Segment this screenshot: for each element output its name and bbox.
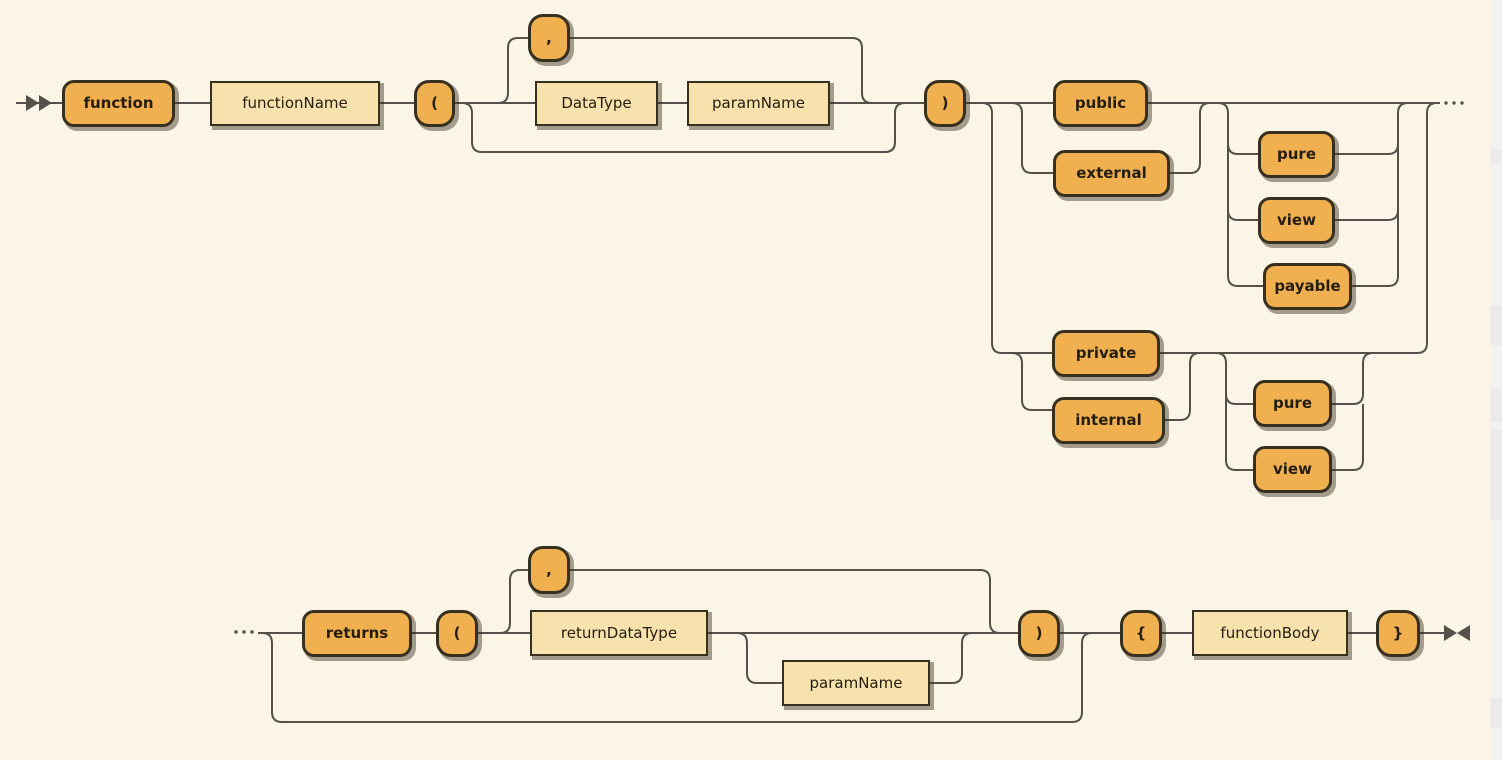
background-artifact: [1490, 0, 1502, 760]
track-external-branch: [1011, 102, 1211, 174]
start-arrow-icon: [26, 95, 52, 111]
end-arrow-icon: [1444, 625, 1470, 641]
track-mutability-top: [1217, 102, 1409, 287]
track-private-branch: [981, 102, 1417, 421]
node-payable: payable: [1263, 263, 1352, 310]
node-returns: returns: [302, 610, 412, 657]
node-return-data-type: returnDataType: [530, 610, 708, 656]
node-comma-params: ,: [528, 14, 570, 62]
node-private: private: [1052, 330, 1160, 377]
node-close-paren-params: ): [924, 80, 966, 127]
track-returns-loop: [261, 569, 1093, 723]
continuation-dots-bottom-icon: [234, 630, 254, 634]
node-open-paren-params: (: [414, 80, 455, 127]
continuation-dots-top-icon: [1444, 101, 1464, 105]
node-pure-top: pure: [1258, 131, 1335, 178]
node-pure-bottom: pure: [1253, 380, 1332, 427]
node-function-body: functionBody: [1192, 610, 1348, 656]
node-close-brace: }: [1376, 610, 1420, 657]
node-internal: internal: [1052, 397, 1165, 444]
node-open-brace: {: [1120, 610, 1162, 657]
node-external: external: [1053, 150, 1170, 197]
track-param-loop: [461, 37, 906, 153]
node-comma-returns: ,: [528, 546, 570, 594]
node-data-type: DataType: [535, 81, 658, 126]
node-return-param-name: paramName: [782, 660, 930, 706]
track-mutability-bottom: [1215, 102, 1438, 471]
node-view-bottom: view: [1253, 446, 1332, 493]
node-function-name: functionName: [210, 81, 380, 126]
node-close-paren-returns: ): [1018, 610, 1060, 657]
node-param-name: paramName: [687, 81, 830, 126]
node-open-paren-returns: (: [436, 610, 478, 657]
node-view-top: view: [1258, 197, 1335, 244]
node-public: public: [1053, 80, 1148, 127]
node-function: function: [62, 80, 175, 127]
